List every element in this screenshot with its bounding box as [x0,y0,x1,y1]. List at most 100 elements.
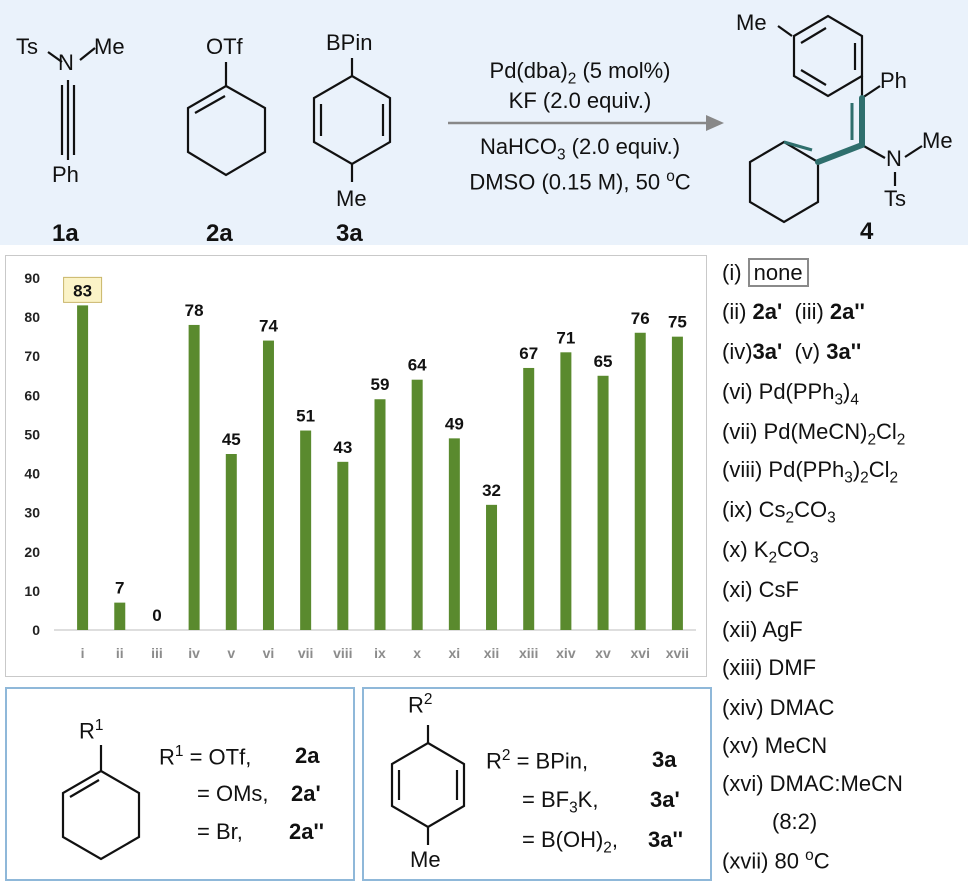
legend-item-i: (i) none [722,258,809,287]
x-tick-label: x [413,645,421,661]
aryl-boronate-structure [312,58,392,182]
r2-structure-label: R2 [408,691,433,718]
r1-row-br-compound: 2a'' [289,819,324,844]
data-label: 45 [222,430,241,449]
bar-v [225,454,237,630]
compound-label-1a: 1a [52,220,79,247]
ynamide-structure [47,47,96,160]
legend-item-ii-iii: (ii) 2a' (iii) 2a'' [722,299,865,324]
x-tick-label: i [81,645,85,661]
x-tick-label: xvi [631,645,650,661]
ts-label-product: Ts [884,186,906,211]
x-tick-label: xii [484,645,500,661]
bpin-label: BPin [326,30,373,55]
ph-label-product: Ph [880,68,907,93]
condition-base: NaHCO3 (2.0 equiv.) [479,134,681,164]
chart-canvas: 0102030405060708090i83ii7iii0iv78v45vi74… [24,270,696,661]
legend-item-xii: (xii) AgF [722,617,803,642]
data-label: 64 [408,356,427,375]
compound-label-3a: 3a [336,220,363,247]
data-label: 74 [259,317,278,336]
condition-catalyst: Pd(dba)2 (5 mol%) [489,58,671,88]
ph-label-1a: Ph [52,162,79,187]
legend-item-xvi: (xvi) DMAC:MeCN [722,771,903,796]
x-tick-label: xv [595,645,611,661]
bar-ii [114,602,126,630]
x-tick-label: xvii [666,645,689,661]
legend-item-xiii: (xiii) DMF [722,655,817,680]
legend-item-xvi-ratio: (8:2) [772,809,818,834]
bar-xv [597,375,609,630]
x-tick-label: xiii [519,645,538,661]
legend-item-iv-v: (iv)3a' (v) 3a'' [722,339,862,364]
r1-structure-label: R1 [79,717,104,744]
r1-row-oms: = OMs, [197,781,269,806]
y-tick-label: 20 [24,544,40,560]
x-tick-label: xiv [556,645,576,661]
x-tick-label: ix [374,645,386,661]
r2-row-boh2-compound: 3a'' [648,827,683,852]
x-tick-label: iii [151,645,163,661]
bar-xvi [634,332,646,630]
r2-row-bf3k-compound: 3a' [650,787,680,812]
me-label-3a: Me [336,186,367,211]
bar-xiv [560,352,572,630]
x-tick-label: xi [449,645,461,661]
bar-iv [188,324,200,630]
r1-row-oms-compound: 2a' [291,781,321,806]
data-label: 51 [296,407,315,426]
bar-xiii [523,367,535,630]
data-label-highlight-box [63,276,103,303]
legend-item-xv: (xv) MeCN [722,733,828,758]
data-label: 75 [668,313,687,332]
y-tick-label: 0 [32,622,40,638]
bar-viii [337,461,349,630]
y-tick-label: 70 [24,348,40,364]
r1-row-otf: R1 = OTf, [159,743,252,770]
r2-row-boh2: = B(OH)2, [522,827,618,857]
data-label: 83 [73,281,92,300]
r2-substituent-box: R2 Me R2 = BPin, 3a = BF3K, 3a' = B(OH)2… [362,687,712,881]
data-label: 32 [482,481,501,500]
y-tick-label: 60 [24,387,40,403]
x-tick-label: vi [263,645,275,661]
y-tick-label: 50 [24,426,40,442]
legend-item-vii: (vii) Pd(MeCN)2Cl2 [722,419,906,449]
y-tick-label: 80 [24,309,40,325]
bar-ix [374,399,386,630]
legend-item-x: (x) K2CO3 [722,537,819,567]
bar-x [411,379,423,630]
cyclohexenyl-triflate-structure [186,62,267,177]
n-label-1a: N [58,50,74,75]
x-tick-label: viii [333,645,352,661]
ts-label-1a: Ts [16,34,38,59]
y-tick-label: 30 [24,505,40,521]
data-label: 65 [594,352,613,371]
r1-row-br: = Br, [197,819,243,844]
data-label: 49 [445,414,464,433]
bar-xi [448,438,460,630]
legend-item-xiv: (xiv) DMAC [722,695,835,720]
bar-i [77,305,89,630]
me-label-product-top: Me [736,10,767,35]
me-label-1a: Me [94,34,125,59]
bar-vi [262,340,274,630]
legend-item-xi: (xi) CsF [722,577,799,602]
data-label: 0 [152,606,161,625]
compound-label-4: 4 [860,218,874,245]
reaction-scheme-panel: Ts N Me Ph 1a OTf 2a BPin Me 3a Pd(dba)2… [0,0,968,247]
n-label-product: N [886,146,902,171]
x-tick-label: vii [298,645,314,661]
data-label: 67 [519,344,538,363]
product-double-bond-highlight [783,103,854,152]
legend-item-vi: (vi) Pd(PPh3)4 [722,379,859,409]
bar-xii [486,504,498,630]
y-tick-label: 10 [24,583,40,599]
data-label: 78 [185,301,204,320]
r2-row-bpin-compound: 3a [652,747,677,772]
legend-item-viii: (viii) Pd(PPh3)2Cl2 [722,457,899,487]
bar-vii [300,430,312,630]
cyclohexene-structure [61,745,141,861]
legend-item-ix: (ix) Cs2CO3 [722,497,836,527]
